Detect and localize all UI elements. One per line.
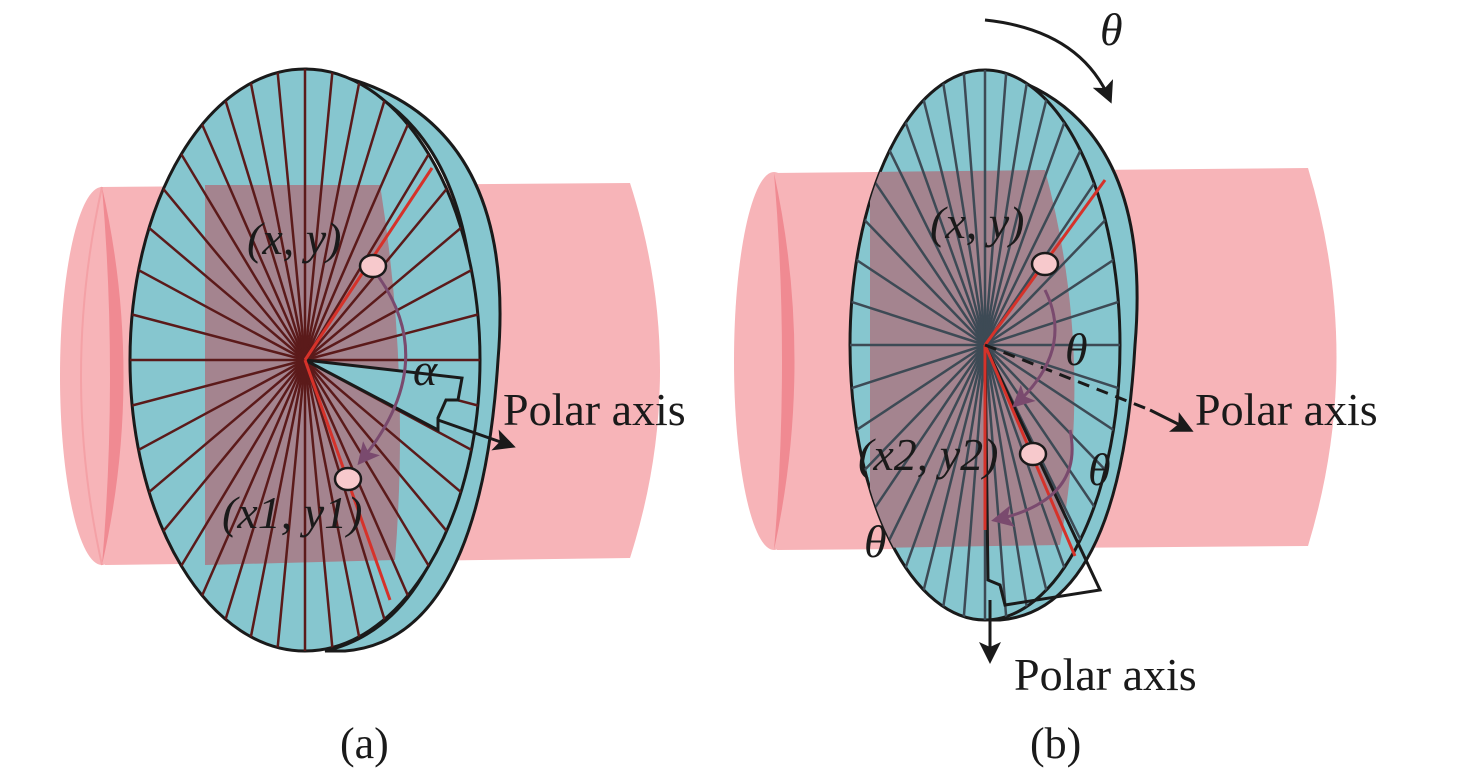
disk-a-spoke [140,220,306,361]
label-point-xy-b: (x, y) [930,197,1024,248]
panel-b: θ (x, y) θ Polar axis (x2, y2) θ θ Polar… [734,4,1378,768]
label-theta-right-b: θ [1088,444,1111,495]
disk-b-spoke [869,344,987,516]
disk-a-spoke [195,359,307,608]
label-theta-top-b: θ [1100,4,1123,55]
disk-b-spoke [983,344,1051,603]
rotation-arc-b-outer [991,429,1074,527]
disk-b-spoke [883,140,987,346]
disk-b-spoke [983,344,1101,516]
point-xy-b [1030,251,1060,277]
label-polar-axis-b-right: Polar axis [1195,384,1378,435]
point-x1y1-a [333,466,363,492]
disk-b-spoke [939,70,987,346]
disk-a-spoke [304,359,470,500]
polar-axis-a-arrow [437,418,516,451]
label-point-x2y2-b: (x2, y2) [858,429,998,480]
point-x2y2-b [1018,441,1048,467]
disk-a-spoke [303,359,390,633]
disk-a-spoke [130,310,306,362]
disk-a-spoke [303,112,415,361]
disk-a-spoke [246,359,307,651]
label-theta-inner-b: θ [1065,324,1088,375]
disk-a-spoke [195,112,307,361]
disk-a-spoke [304,264,480,362]
disk-a-spoke [130,358,306,456]
label-polar-axis-b-bottom: Polar axis [1014,649,1197,700]
disk-b-spoke [900,344,987,580]
disk-b-notch [983,344,1103,607]
label-polar-axis-a: Polar axis [503,384,686,435]
disk-b-spoke [984,343,1120,392]
disk-b-spoke [983,87,1051,346]
label-theta-bottom-b: θ [864,516,887,567]
disk-b-spoke [984,344,1113,477]
disk-b-spoke [900,110,987,346]
disk-b-spoke [983,110,1070,346]
disk-b-spoke [983,140,1087,346]
disk-b-spoke [883,344,987,550]
disk-a-spoke [275,69,307,361]
polar-axis-b-right-arrow [1149,408,1194,432]
disk-a-spoke [155,179,306,361]
disk-b-spoke [983,344,1031,620]
label-point-x1y1-a: (x1, y1) [222,487,362,538]
disk-b-spoke [850,254,986,347]
disk-a-spoke [303,359,436,577]
rotation-arc-b-inner [1012,289,1057,408]
disk-a-spoke [303,359,364,651]
disk-a-spoke [130,264,306,362]
panel-a: (x, y) (x1, y1) α Polar axis (a) [60,67,686,768]
disk-a-spoke [303,69,335,361]
disk-b-spoke [939,344,987,620]
disk-b-spoke [850,343,986,392]
disk-a-spoke [130,358,306,410]
disk-b-spoke [961,70,987,346]
label-angle-alpha-a: α [413,344,438,395]
disk-b-spoke [857,344,986,477]
disk-b-spoke [984,254,1120,347]
disk-a-spoke [304,310,480,362]
disk-a-spoke [220,87,307,361]
disk-a-rim [304,67,502,653]
disk-a-spoke [174,143,307,361]
disk-a-notch [304,358,464,433]
disk-b-spoke [857,213,986,346]
point-xy-a [358,253,388,279]
disk-a-spoke [140,359,306,500]
disk-b-spoke [869,174,987,346]
disk-b-spoke [919,87,987,346]
disk-b-spoke [961,344,987,620]
disk-a-spoke [246,69,307,361]
disk-a-spoke [275,359,307,651]
caption-a: (a) [340,719,389,768]
disk-a-spoke [303,69,364,361]
caption-b: (b) [1030,719,1081,768]
disk-b-spoke [850,343,986,436]
disk-b-spoke [984,343,1120,436]
disk-b-spoke [983,344,1009,620]
label-point-xy-a: (x, y) [247,213,341,264]
disk-b-spoke [984,213,1113,346]
disk-a-spoke [174,359,307,577]
disk-a-spoke [303,359,335,651]
polar-axis-b-dashed [984,343,1151,412]
disk-b-spoke [919,344,987,603]
disk-a-spoke [303,143,436,361]
disk-a-spoke [303,87,390,361]
rotation-arrow-b-top [984,18,1114,104]
rotation-arc-a [357,267,408,466]
disk-b-spoke [983,70,1031,346]
disk-b-spoke [983,70,1009,346]
disk-a-spoke [155,359,306,541]
disk-b-spoke [850,298,986,347]
disk-a-spoke [220,359,307,633]
